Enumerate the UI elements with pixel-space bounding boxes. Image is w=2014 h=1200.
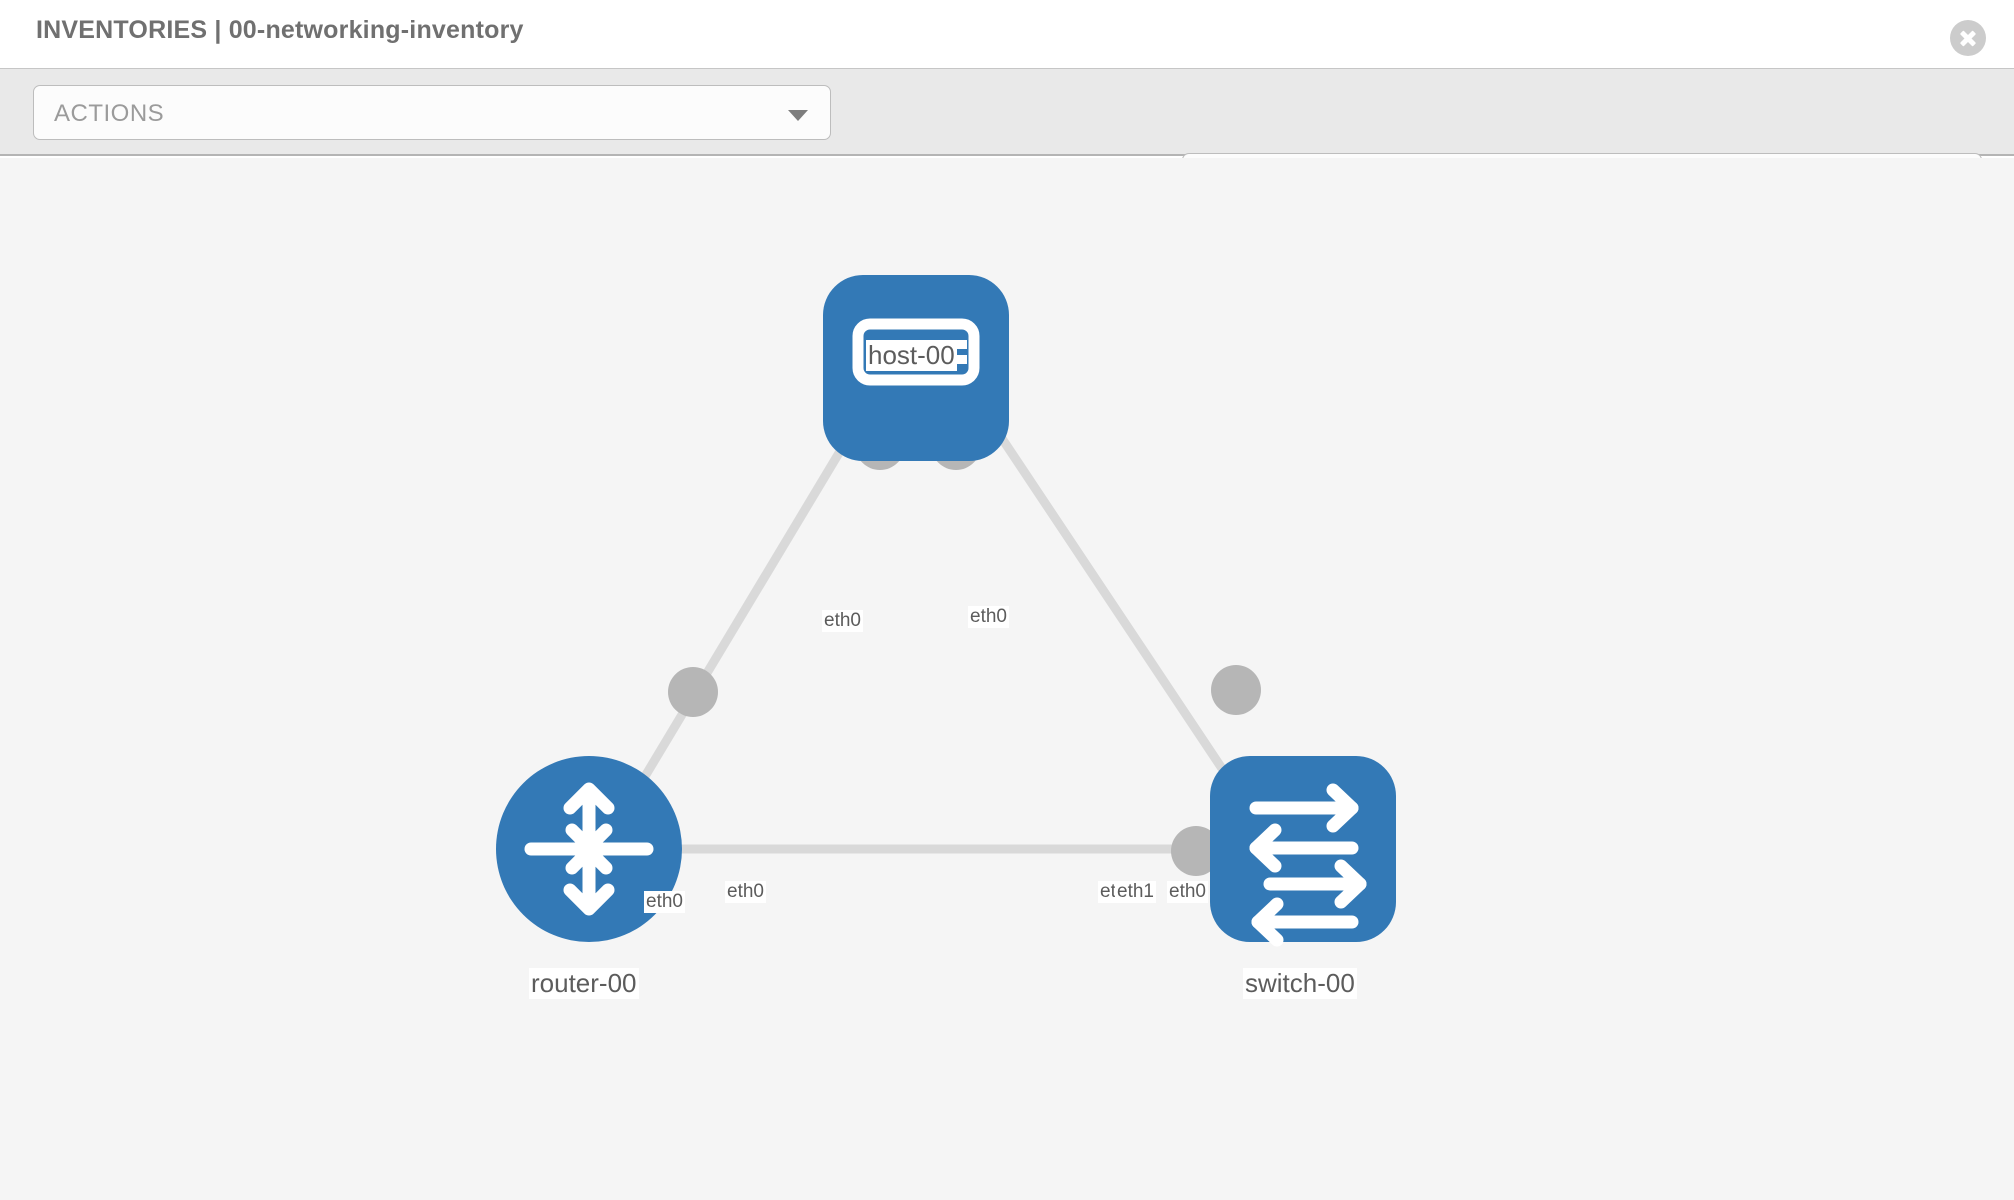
node-label-router-00: router-00 [529,968,639,999]
interface-label: eth0 [644,891,685,913]
node-label-host-00: host-00 [866,340,957,371]
interface-label: eth0 [1167,881,1208,903]
chevron-down-icon [788,110,808,121]
edge-host-switch [951,365,1259,821]
endpoint-marker [668,667,718,717]
interface-label: eth0 [822,610,863,632]
endpoint-marker [1211,665,1261,715]
router-icon [524,782,654,916]
interface-label: eth0 [725,881,766,903]
node-router-00[interactable] [496,756,682,942]
node-label-switch-00: switch-00 [1243,968,1357,999]
close-icon[interactable] [1950,20,1986,56]
topology-endpoints [668,420,1261,876]
toolbar: ACTIONS SEARCH [0,68,2014,208]
switch-icon [1249,783,1367,947]
page-header: INVENTORIES | 00-networking-inventory [0,0,2014,68]
node-switch-00[interactable] [1210,756,1396,947]
actions-dropdown-label: ACTIONS [54,100,165,127]
topology-canvas[interactable]: host-00 router-00 switch-00 eth0 eth0 et… [0,158,2014,1200]
page-title: INVENTORIES | 00-networking-inventory [36,16,524,44]
interface-label: eth1 [1115,881,1156,903]
actions-dropdown[interactable]: ACTIONS [33,85,831,140]
topology-graph [496,275,1396,947]
interface-label: eth0 [968,606,1009,628]
endpoint-marker [1171,826,1221,876]
